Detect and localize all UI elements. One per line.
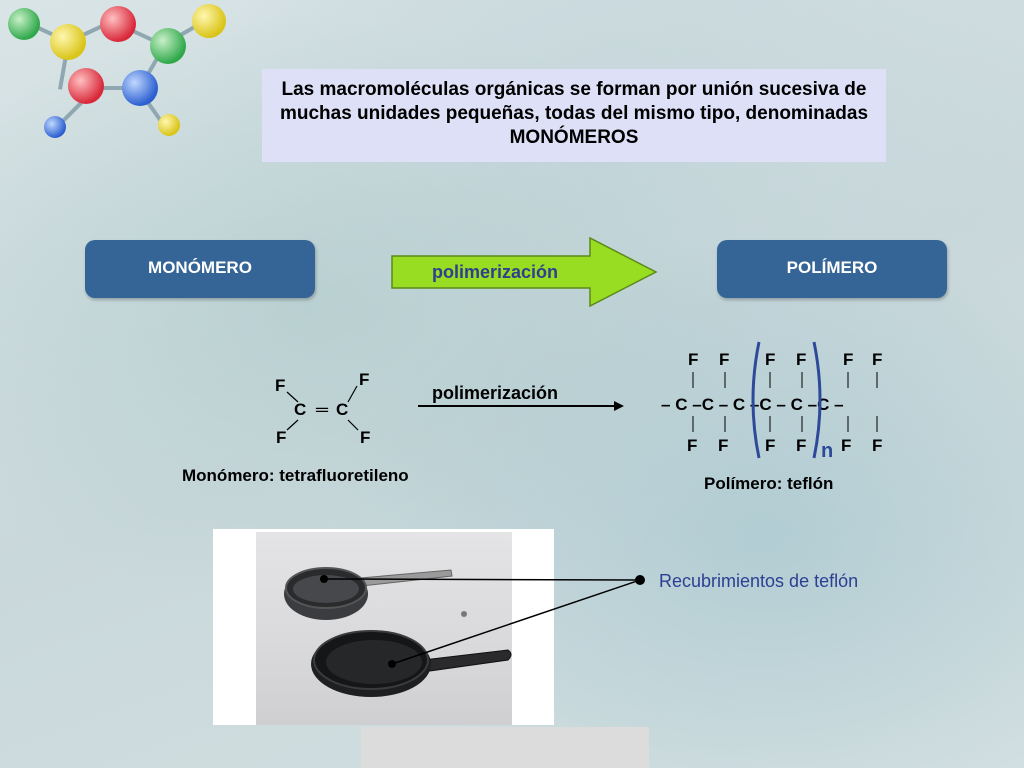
monomer-bonds <box>286 385 359 431</box>
polymer-f-bottom-4: F <box>796 436 807 455</box>
polymer-f-top-1: F <box>688 350 699 369</box>
polymer-f-bottom-2: F <box>718 436 729 455</box>
polymer-f-top-2: F <box>719 350 730 369</box>
polymer-dash: – <box>749 395 760 414</box>
pans-photo <box>256 532 512 725</box>
polymer-f-top-5: F <box>843 350 854 369</box>
coating-label: Recubrimientos de teflón <box>659 571 859 591</box>
polymer-dash: – <box>692 395 702 414</box>
monomer-double-bond: ═ <box>316 400 329 419</box>
coating-callout-lines <box>320 575 645 668</box>
big-arrow-shape <box>391 236 658 308</box>
polymer-f-bottom-1: F <box>687 436 698 455</box>
monomer-pill: MONÓMERO <box>85 240 315 298</box>
polymer-f-bottom-6: F <box>872 436 883 455</box>
monomer-f-bottom-right: F <box>360 428 371 447</box>
polymer-structure: F F F F F F – C –C – C –C – C –C – F F F… <box>655 340 915 470</box>
polymer-carbon: C <box>701 395 714 414</box>
polymer-f-bottom-3: F <box>765 436 776 455</box>
big-arrow-label: polimerización <box>432 262 559 282</box>
monomer-f-top-right: F <box>359 370 370 389</box>
right-bracket <box>812 341 822 459</box>
polymer-carbon: C <box>759 395 772 414</box>
monomer-f-top-left: F <box>275 376 286 395</box>
left-bracket <box>751 341 761 459</box>
polymer-f-bottom-5: F <box>841 436 852 455</box>
polymer-carbon: C <box>790 395 803 414</box>
bottom-bar <box>361 727 649 768</box>
polymerization-big-arrow <box>391 236 658 308</box>
polymer-carbon: C <box>732 395 746 414</box>
monomer-c-right: C <box>336 400 349 419</box>
reaction-arrow <box>418 401 624 411</box>
polymer-dash: – <box>661 395 671 414</box>
reaction-arrow-label: polimerización <box>432 383 559 403</box>
polymer-bonds <box>692 341 878 459</box>
polymer-f-top-3: F <box>765 350 776 369</box>
monomer-c-left: C <box>294 400 307 419</box>
polymer-dash: – <box>834 395 844 414</box>
polymer-dash: – <box>776 395 786 414</box>
molecule-decoration <box>0 0 240 150</box>
polymer-carbon: C <box>675 395 688 414</box>
frying-pans-image <box>284 567 512 697</box>
polymer-caption: Polímero: teflón <box>704 474 834 493</box>
monomer-structure: F F F F C ═ C <box>270 370 390 450</box>
polymer-f-top-6: F <box>872 350 883 369</box>
polymer-f-top-4: F <box>796 350 807 369</box>
polymer-dash: – <box>807 395 818 414</box>
monomer-f-bottom-left: F <box>276 428 287 447</box>
repeat-subscript-n: n <box>821 440 834 462</box>
polymer-dash: – <box>718 395 729 414</box>
polymer-pill: POLÍMERO <box>717 240 947 298</box>
monomer-caption: Monómero: tetrafluoretileno <box>182 466 409 485</box>
intro-text-box: Las macromoléculas orgánicas se forman p… <box>262 69 886 162</box>
